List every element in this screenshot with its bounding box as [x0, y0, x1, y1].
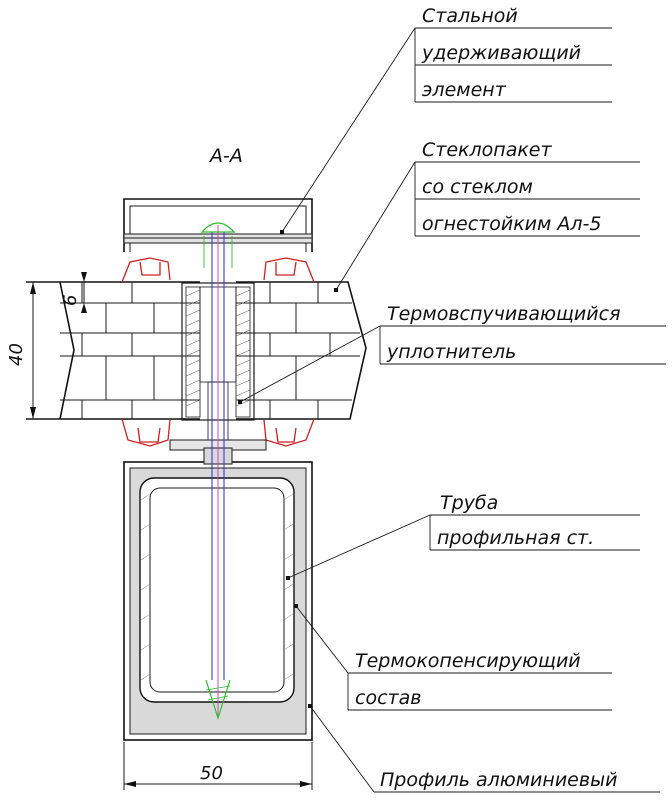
steel-tube [139, 477, 295, 703]
callout-tube-line2: профильная ст. [437, 527, 594, 549]
section-title: А-А [208, 145, 243, 167]
red-gaskets [121, 257, 315, 447]
dimension-50-label: 50 [200, 763, 223, 784]
callout-compensating-line1: Термокопенсирующий [355, 650, 581, 672]
callout-aluminium-profile: Профиль алюминиевый [380, 769, 617, 791]
dimension-50 [123, 742, 313, 790]
callout-glass-unit-line2: со стеклом [422, 176, 533, 198]
callout-steel-element-line2: удерживающий [421, 42, 581, 64]
screw [200, 222, 236, 720]
callout-steel-element-line3: элемент [422, 79, 507, 101]
callout-intumescent-line1: Термовспучивающийся [387, 303, 621, 325]
callout-intumescent-line2: уплотнитель [386, 341, 516, 363]
callout-tube-line1: Труба [440, 492, 498, 514]
dimension-40 [26, 281, 60, 420]
dimension-6-label: 6 [60, 295, 81, 306]
callout-glass-unit-line1: Стеклопакет [422, 139, 552, 161]
leader-dots [238, 230, 338, 708]
dimension-6 [81, 272, 87, 313]
callout-compensating-line2: состав [355, 687, 421, 709]
glass-unit [26, 281, 367, 420]
callout-glass-unit-line3: огнестойким Ал-5 [422, 213, 602, 235]
dimension-40-label: 40 [6, 343, 27, 366]
callout-leaders [239, 27, 666, 793]
callout-steel-element-line1: Стальной [422, 5, 518, 27]
